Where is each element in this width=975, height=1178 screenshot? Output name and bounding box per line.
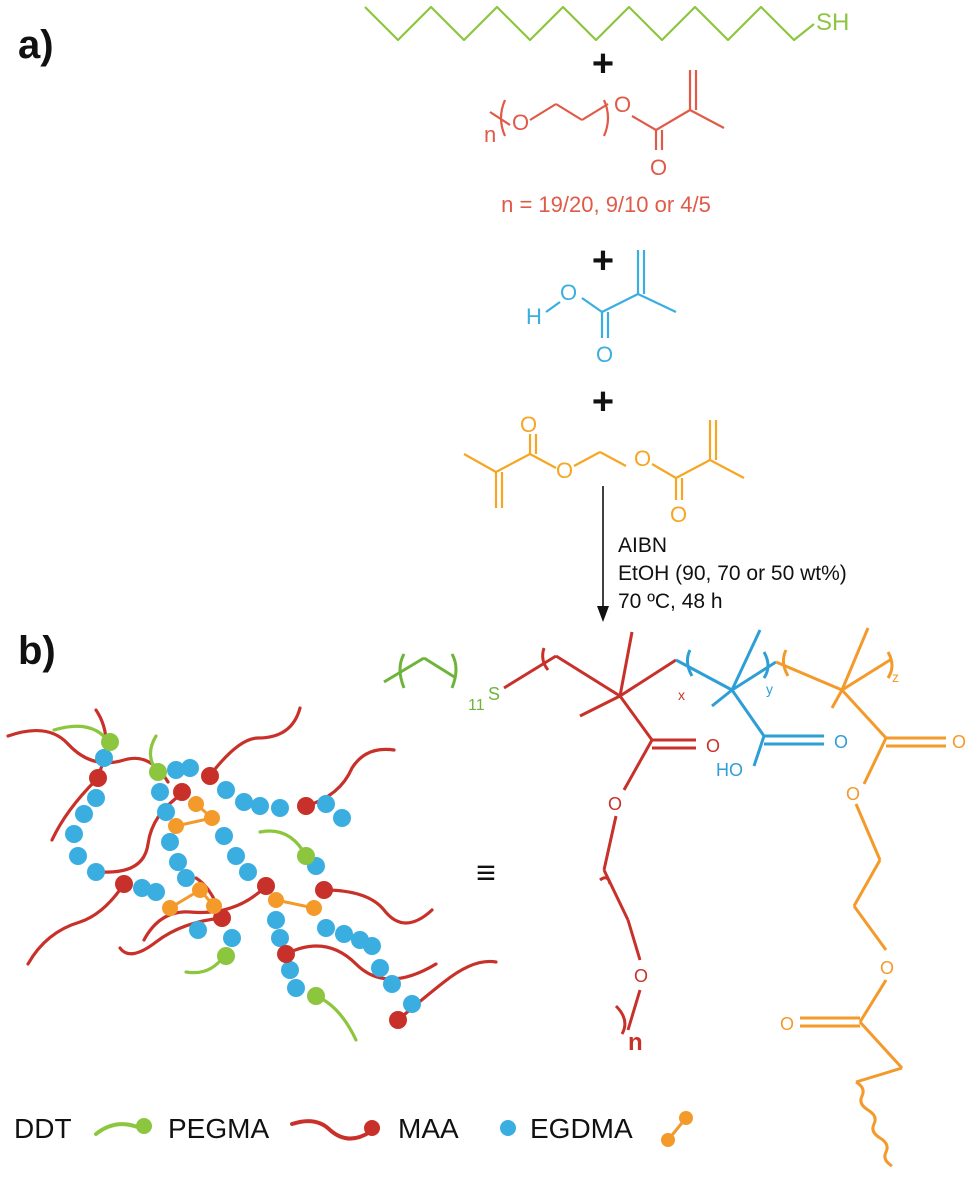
condition-line-3: 70 ºC, 48 h xyxy=(618,590,723,613)
pegma-o-label-2: O xyxy=(614,92,631,117)
condition-line-1: AIBN xyxy=(618,534,667,557)
network-cartoon xyxy=(6,706,498,1042)
red-strand-icon xyxy=(290,1119,380,1141)
polymer-red-o-ester: O xyxy=(608,794,622,814)
egdma-o-label-4: O xyxy=(670,502,687,527)
polymer-orange-o-mid: O xyxy=(880,958,894,978)
plus-sign-3: + xyxy=(592,381,614,423)
legend: DDT PEGMA MAA EGDMA xyxy=(14,1111,693,1147)
orange-crosslink-icon xyxy=(661,1111,693,1147)
egdma-o-label-2: O xyxy=(556,458,573,483)
polymer-y-label: y xyxy=(766,681,773,697)
polymer-blue-ho: HO xyxy=(716,760,743,780)
green-strand-icon xyxy=(94,1118,152,1136)
blue-bead-icon xyxy=(500,1120,516,1136)
polymer-red-o-end: O xyxy=(634,966,648,986)
polymer-red-o-carbonyl: O xyxy=(706,736,720,756)
polymer-ddt-segment xyxy=(383,653,458,689)
pegma-o-label-3: O xyxy=(650,155,667,180)
maa-o-label-2: O xyxy=(596,342,613,367)
legend-label-maa: MAA xyxy=(398,1113,459,1144)
maa-structure xyxy=(545,250,677,338)
pegma-o-label-1: O xyxy=(512,110,529,135)
ddt-sh-label: SH xyxy=(816,9,849,36)
legend-label-ddt: DDT xyxy=(14,1113,72,1144)
polymer-x-label: x xyxy=(678,687,685,703)
polymer-maa-unit xyxy=(675,629,824,767)
legend-label-egdma: EGDMA xyxy=(530,1113,633,1144)
egdma-o-label-3: O xyxy=(634,446,651,471)
polymer-n-label: n xyxy=(628,1029,643,1056)
egdma-o-label-1: O xyxy=(520,412,537,437)
polymer-z-label: z xyxy=(892,669,899,685)
legend-label-pegma: PEGMA xyxy=(168,1113,269,1144)
pegma-repeat-note: n = 19/20, 9/10 or 4/5 xyxy=(501,192,711,217)
polymer-pegma-unit xyxy=(503,631,696,1035)
plus-sign-1: + xyxy=(592,43,614,85)
polymer-sub-11: 11 xyxy=(468,697,485,714)
polymer-orange-o-carbonyl: O xyxy=(952,732,966,752)
panel-label-b: b) xyxy=(18,629,56,673)
pegma-n-label: n xyxy=(484,122,496,147)
plus-sign-2: + xyxy=(592,240,614,282)
egdma-structure xyxy=(463,420,745,508)
equivalence-sign: ≡ xyxy=(476,854,496,892)
ddt-structure xyxy=(364,5,815,42)
polymer-orange-o-end: O xyxy=(780,1014,794,1034)
maa-o-label-1: O xyxy=(560,280,577,305)
pegma-structure xyxy=(489,70,725,150)
polymer-blue-o: O xyxy=(834,732,848,752)
maa-h-label: H xyxy=(526,304,542,329)
condition-line-2: EtOH (90, 70 or 50 wt%) xyxy=(618,562,847,585)
reaction-arrow xyxy=(597,486,609,622)
polymer-orange-o-ester: O xyxy=(846,784,860,804)
panel-label-a: a) xyxy=(18,23,54,67)
polymer-egdma-unit xyxy=(775,627,946,1168)
polymer-s-label: S xyxy=(488,684,500,704)
